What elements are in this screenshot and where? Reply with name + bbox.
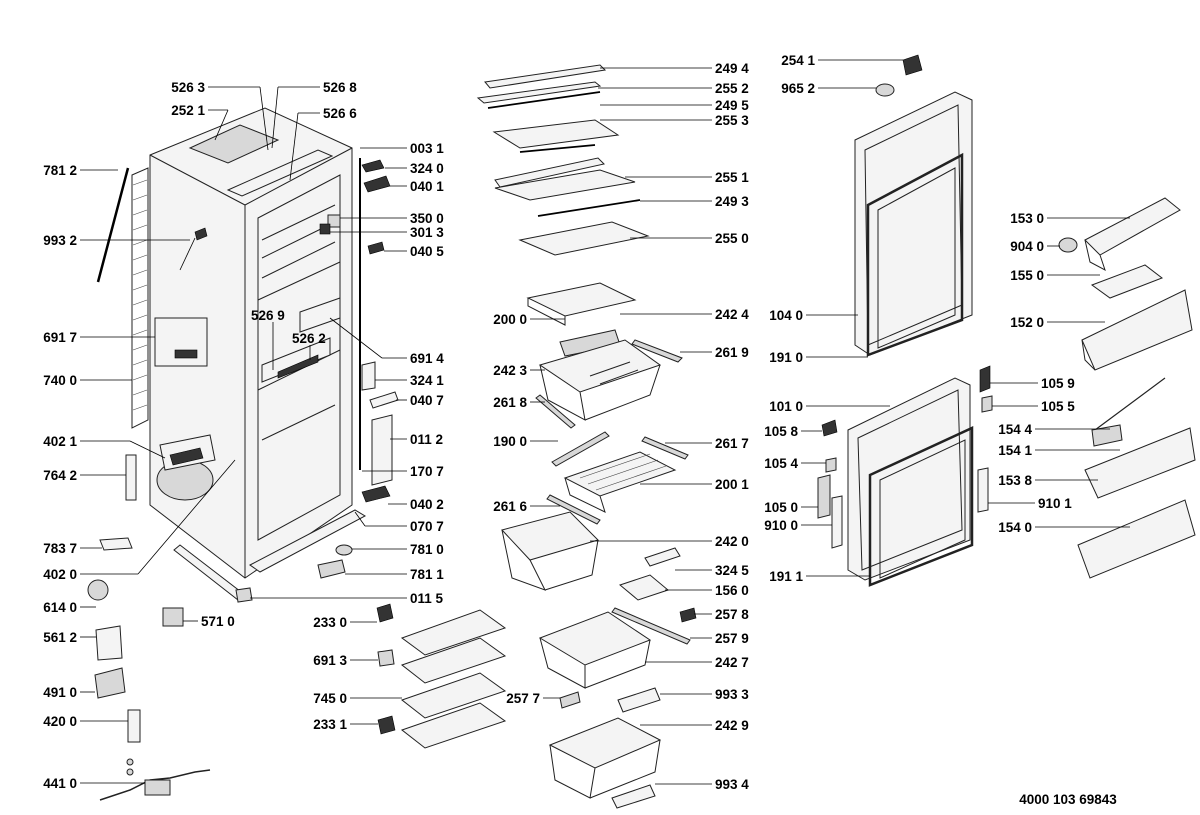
part-label: 200 1 xyxy=(715,477,749,492)
part-label: 324 0 xyxy=(410,161,444,176)
part-label: 155 0 xyxy=(1010,268,1044,283)
part-label: 904 0 xyxy=(1010,239,1044,254)
part-label: 190 0 xyxy=(493,434,527,449)
part-label: 249 5 xyxy=(715,98,749,113)
part-label: 420 0 xyxy=(43,714,77,729)
part-label: 526 9 xyxy=(251,308,285,323)
part-label: 011 5 xyxy=(410,591,444,606)
part-label: 255 2 xyxy=(715,81,749,96)
part-label: 261 6 xyxy=(493,499,527,514)
part-label: 402 0 xyxy=(43,567,77,582)
part-label: 101 0 xyxy=(769,399,803,414)
part-label: 783 7 xyxy=(43,541,77,556)
part-label: 040 5 xyxy=(410,244,444,259)
part-label: 571 0 xyxy=(201,614,235,629)
part-label: 249 3 xyxy=(715,194,749,209)
part-label: 324 5 xyxy=(715,563,749,578)
part-label: 200 0 xyxy=(493,312,527,327)
part-label: 242 4 xyxy=(715,307,749,322)
part-label: 324 1 xyxy=(410,373,444,388)
part-label: 910 0 xyxy=(764,518,798,533)
part-label: 526 3 xyxy=(171,80,205,95)
part-label: 040 2 xyxy=(410,497,444,512)
part-label: 910 1 xyxy=(1038,496,1072,511)
part-label: 249 4 xyxy=(715,61,749,76)
part-label: 104 0 xyxy=(769,308,803,323)
part-label: 261 7 xyxy=(715,436,749,451)
part-label: 526 8 xyxy=(323,80,357,95)
shelves-and-drawers xyxy=(376,64,697,809)
part-label: 965 2 xyxy=(781,81,815,96)
leader-lines xyxy=(80,59,1130,785)
part-label: 105 9 xyxy=(1041,376,1075,391)
part-label: 740 0 xyxy=(43,373,77,388)
part-label: 781 2 xyxy=(43,163,77,178)
part-label: 105 5 xyxy=(1041,399,1075,414)
part-label: 691 3 xyxy=(313,653,347,668)
part-label: 257 8 xyxy=(715,607,749,622)
part-label: 105 4 xyxy=(764,456,798,471)
part-labels: 781 2 993 2 691 7 740 0 402 1 764 2 783 … xyxy=(43,53,1075,792)
part-label: 105 8 xyxy=(764,424,798,439)
part-label: 691 4 xyxy=(410,351,444,366)
part-label: 526 6 xyxy=(323,106,357,121)
part-label: 242 9 xyxy=(715,718,749,733)
document-number: 4000 103 69843 xyxy=(1019,792,1117,807)
part-label: 242 0 xyxy=(715,534,749,549)
part-label: 153 8 xyxy=(998,473,1032,488)
part-label: 152 0 xyxy=(1010,315,1044,330)
part-label: 242 3 xyxy=(493,363,527,378)
doors-and-bins xyxy=(817,54,1196,587)
part-label: 242 7 xyxy=(715,655,749,670)
part-label: 781 0 xyxy=(410,542,444,557)
part-label: 191 0 xyxy=(769,350,803,365)
part-label: 040 1 xyxy=(410,179,444,194)
part-label: 154 4 xyxy=(998,422,1032,437)
part-label: 764 2 xyxy=(43,468,77,483)
part-label: 154 1 xyxy=(998,443,1032,458)
part-label: 003 1 xyxy=(410,141,444,156)
part-label: 252 1 xyxy=(171,103,205,118)
part-label: 301 3 xyxy=(410,225,444,240)
part-label: 561 2 xyxy=(43,630,77,645)
part-label: 255 0 xyxy=(715,231,749,246)
part-label: 350 0 xyxy=(410,211,444,226)
part-label: 441 0 xyxy=(43,776,77,791)
part-label: 105 0 xyxy=(764,500,798,515)
part-label: 191 1 xyxy=(769,569,803,584)
part-label: 993 2 xyxy=(43,233,77,248)
part-label: 233 1 xyxy=(313,717,347,732)
part-label: 233 0 xyxy=(313,615,347,630)
part-label: 040 7 xyxy=(410,393,444,408)
cabinet-assembly xyxy=(87,107,399,801)
part-label: 070 7 xyxy=(410,519,444,534)
part-label: 261 9 xyxy=(715,345,749,360)
part-label: 491 0 xyxy=(43,685,77,700)
part-label: 255 1 xyxy=(715,170,749,185)
part-label: 526 2 xyxy=(292,331,326,346)
part-label: 781 1 xyxy=(410,567,444,582)
part-label: 257 7 xyxy=(506,691,540,706)
part-label: 170 7 xyxy=(410,464,444,479)
part-label: 691 7 xyxy=(43,330,77,345)
part-label: 153 0 xyxy=(1010,211,1044,226)
part-label: 257 9 xyxy=(715,631,749,646)
part-label: 993 3 xyxy=(715,687,749,702)
part-label: 156 0 xyxy=(715,583,749,598)
part-label: 254 1 xyxy=(781,53,815,68)
part-label: 261 8 xyxy=(493,395,527,410)
part-label: 255 3 xyxy=(715,113,749,128)
part-label: 154 0 xyxy=(998,520,1032,535)
part-label: 745 0 xyxy=(313,691,347,706)
part-label: 993 4 xyxy=(715,777,749,792)
part-label: 402 1 xyxy=(43,434,77,449)
part-label: 011 2 xyxy=(410,432,443,447)
part-label: 614 0 xyxy=(43,600,77,615)
